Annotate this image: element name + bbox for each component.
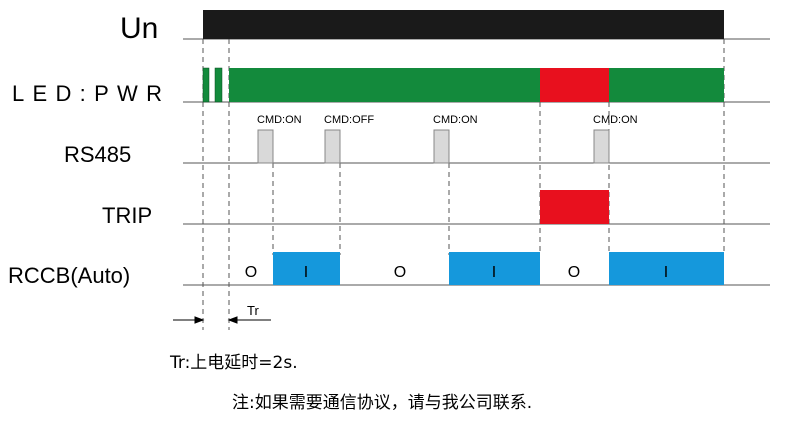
tr-dimension [173,316,271,324]
rccb-state-5: O [568,264,580,281]
row-label-trip: TRIP [102,203,152,228]
tr-label: Tr [247,303,259,318]
tr-arrow-left-head [194,316,205,324]
rccb-state-2: I [304,264,308,281]
row-label-led: LED:PWR [12,81,162,106]
row-label-rs485: RS485 [64,142,131,167]
footnote-tr: Tr:上电延时=2s. [170,353,298,373]
rs485-pulse-4 [593,129,610,164]
led-green-segment-2 [609,68,724,102]
contact-note: 注:如果需要通信协议，请与我公司联系. [232,393,533,413]
led-green-segment-1 [229,68,540,102]
rccb-state-4: I [492,264,496,281]
rs485-pulse-3 [433,129,450,164]
cmd-label-1: CMD:ON [257,114,302,126]
led-blink-2 [214,67,223,103]
cmd-label-2: CMD:OFF [324,114,374,126]
cmd-label-3: CMD:ON [433,114,478,126]
rccb-on-segment-3 [609,252,724,285]
row-label-rccb: RCCB(Auto) [8,263,130,288]
rccb-state-3: O [394,264,406,281]
tr-arrow-right-head [227,316,238,324]
rccb-on-segment-1 [273,252,340,285]
rs485-pulse-1 [257,129,274,164]
power-bar [203,10,724,39]
trip-pulse [540,190,609,224]
rccb-on-segment-2 [449,252,540,285]
led-red-segment [540,68,609,102]
led-blink-1 [202,67,210,103]
cmd-label-4: CMD:ON [593,114,638,126]
row-label-un: Un [120,12,158,45]
rccb-state-6: I [664,264,668,281]
rccb-state-1: O [245,264,257,281]
rs485-pulse-2 [324,129,341,164]
